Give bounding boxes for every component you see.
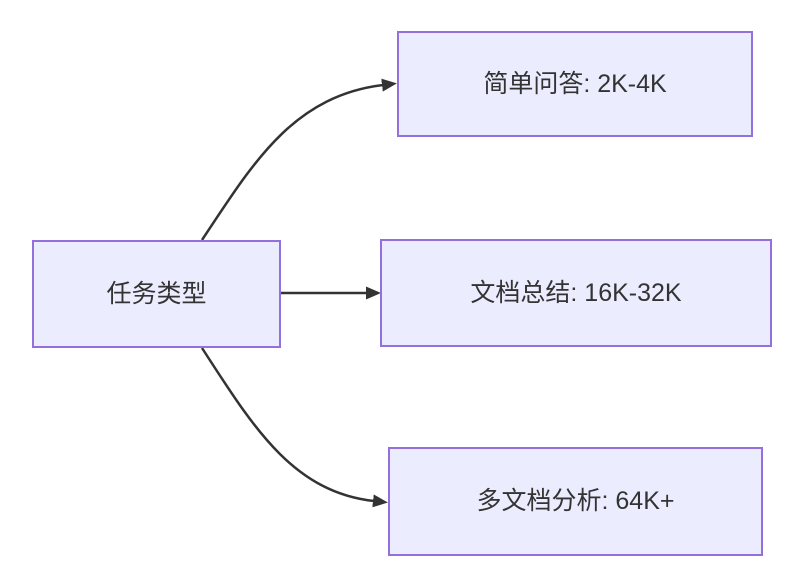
node-simple-qa: 简单问答: 2K-4K bbox=[397, 31, 753, 137]
edge-task-to-simple-qa bbox=[200, 78, 397, 241]
node-task-type: 任务类型 bbox=[32, 240, 281, 348]
edge-task-to-multi-doc bbox=[200, 347, 388, 508]
node-doc-summary: 文档总结: 16K-32K bbox=[380, 239, 772, 347]
node-multi-doc: 多文档分析: 64K+ bbox=[388, 447, 763, 556]
